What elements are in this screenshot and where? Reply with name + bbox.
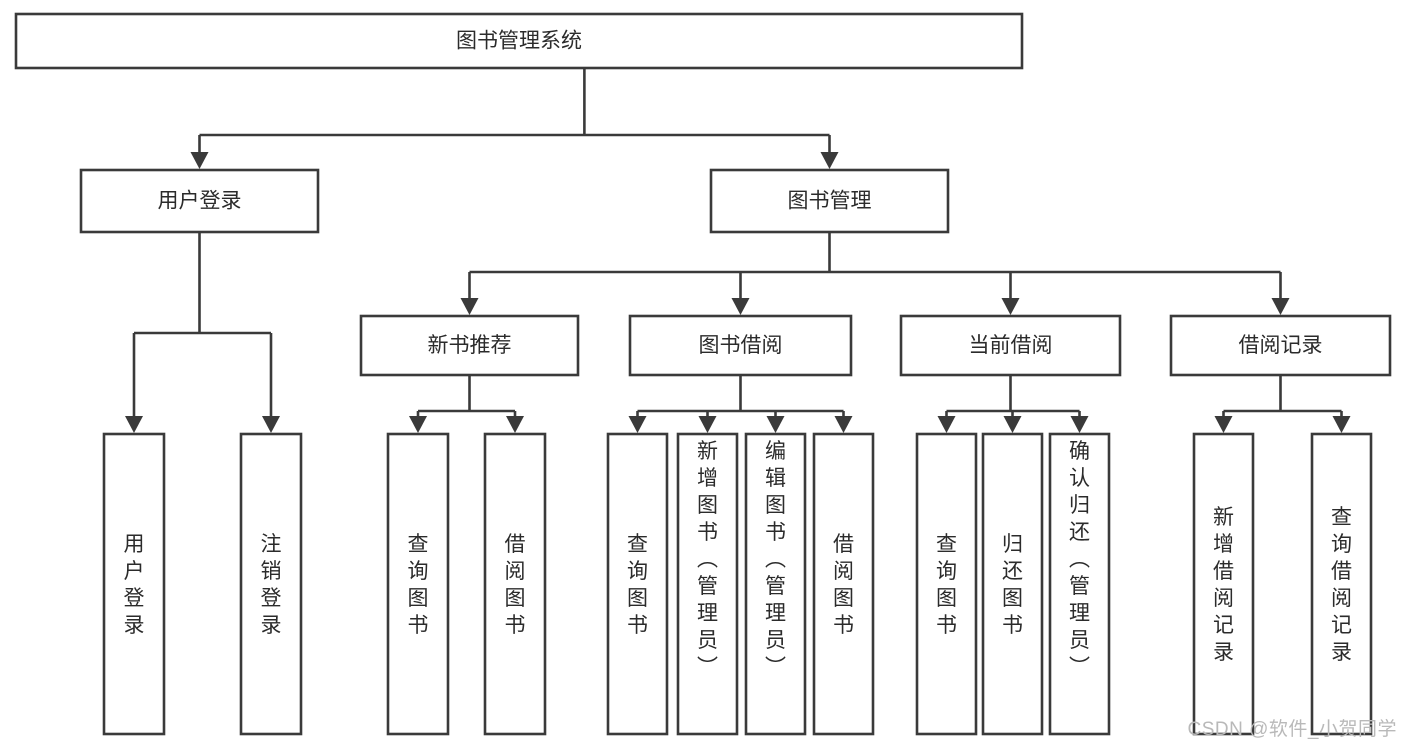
node-leaf-add-record[interactable]: 新增借阅记录 [1192,432,1255,736]
arrow-head-icon [460,298,479,315]
node-leaf-query-record-rect[interactable] [1310,432,1373,736]
arrow-head-icon [628,416,647,433]
node-leaf-query-book-3-label: 查询图书 [936,533,957,637]
node-book-manage[interactable]: 图书管理 [709,168,950,234]
node-leaf-return-book[interactable]: 归还图书 [981,432,1044,736]
node-leaf-return-book-rect[interactable] [981,432,1044,736]
node-leaf-query-record[interactable]: 查询借阅记录 [1310,432,1373,736]
node-leaf-user-login-rect[interactable] [102,432,166,736]
arrow-head-icon [1070,416,1089,433]
node-leaf-add-book-rect[interactable] [676,432,739,736]
node-borrow-record-rect[interactable] [1169,314,1392,377]
node-leaf-add-book-label: 新增图书︵管理员︶ [697,440,718,679]
node-leaf-user-login[interactable]: 用户登录 [102,432,166,736]
arrow-head-icon [698,416,717,433]
node-leaf-confirm-return-rect[interactable] [1048,432,1111,736]
arrow-head-icon [766,416,785,433]
arrow-head-icon [820,152,839,169]
node-leaf-add-record-label: 新增借阅记录 [1213,506,1234,664]
node-root-system-label: 图书管理系统 [456,30,582,53]
node-leaf-borrow-book-1-label: 借阅图书 [505,533,526,637]
arrow-head-icon [937,416,956,433]
node-root-system[interactable]: 图书管理系统 [14,12,1024,70]
node-current-borrow-label: 当前借阅 [969,334,1053,357]
node-book-borrow-rect[interactable] [628,314,853,377]
node-current-borrow[interactable]: 当前借阅 [899,314,1122,377]
node-leaf-query-book-1-label: 查询图书 [408,533,429,637]
arrow-head-icon [506,416,524,433]
csdn-watermark: CSDN @软件_小贺同学 [1187,719,1397,740]
node-leaf-borrow-book-2-label: 借阅图书 [833,533,854,637]
node-leaf-query-book-2-label: 查询图书 [627,533,648,637]
node-book-borrow-label: 图书借阅 [699,334,783,357]
node-leaf-borrow-book-2-rect[interactable] [812,432,875,736]
node-leaf-logout-label: 注销登录 [261,533,282,637]
node-leaf-return-book-label: 归还图书 [1002,533,1023,637]
node-leaf-add-book[interactable]: 新增图书︵管理员︶ [676,432,739,736]
node-user-login[interactable]: 用户登录 [79,168,320,234]
node-new-book-rec[interactable]: 新书推荐 [359,314,580,377]
node-book-borrow[interactable]: 图书借阅 [628,314,853,377]
node-leaf-edit-book-label: 编辑图书︵管理员︶ [765,440,786,679]
node-new-book-rec-rect[interactable] [359,314,580,377]
arrow-head-icon [125,416,143,433]
node-leaf-edit-book-rect[interactable] [744,432,807,736]
arrow-head-icon [409,416,427,433]
node-leaf-query-book-1[interactable]: 查询图书 [386,432,450,736]
node-leaf-logout-rect[interactable] [239,432,303,736]
node-new-book-rec-label: 新书推荐 [428,334,512,357]
node-leaf-logout[interactable]: 注销登录 [239,432,303,736]
node-leaf-confirm-return[interactable]: 确认归还︵管理员︶ [1048,432,1111,736]
arrow-head-icon [1271,298,1290,315]
node-leaf-borrow-book-1[interactable]: 借阅图书 [483,432,547,736]
arrow-head-icon [190,152,209,169]
node-root-system-rect[interactable] [14,12,1024,70]
node-leaf-confirm-return-label: 确认归还︵管理员︶ [1069,440,1090,679]
connectors-layer [125,68,1351,433]
arrow-head-icon [1332,416,1351,433]
node-borrow-record[interactable]: 借阅记录 [1169,314,1392,377]
node-book-manage-label: 图书管理 [788,190,872,213]
arrow-head-icon [1214,416,1233,433]
arrow-head-icon [262,416,280,433]
arrow-head-icon [1003,416,1022,433]
node-leaf-query-record-label: 查询借阅记录 [1331,506,1352,664]
arrow-head-icon [731,298,750,315]
node-user-login-label: 用户登录 [158,190,242,213]
node-leaf-edit-book[interactable]: 编辑图书︵管理员︶ [744,432,807,736]
nodes-layer: 图书管理系统用户登录图书管理新书推荐图书借阅当前借阅借阅记录用户登录注销登录查询… [14,12,1392,736]
node-user-login-rect[interactable] [79,168,320,234]
node-leaf-query-book-2-rect[interactable] [606,432,669,736]
node-leaf-query-book-3[interactable]: 查询图书 [915,432,978,736]
node-borrow-record-label: 借阅记录 [1239,334,1323,357]
node-current-borrow-rect[interactable] [899,314,1122,377]
node-leaf-borrow-book-2[interactable]: 借阅图书 [812,432,875,736]
node-leaf-query-book-3-rect[interactable] [915,432,978,736]
node-leaf-add-record-rect[interactable] [1192,432,1255,736]
node-leaf-borrow-book-1-rect[interactable] [483,432,547,736]
node-book-manage-rect[interactable] [709,168,950,234]
node-leaf-query-book-2[interactable]: 查询图书 [606,432,669,736]
node-leaf-user-login-label: 用户登录 [124,533,145,637]
node-leaf-query-book-1-rect[interactable] [386,432,450,736]
arrow-head-icon [1001,298,1020,315]
arrow-head-icon [834,416,853,433]
